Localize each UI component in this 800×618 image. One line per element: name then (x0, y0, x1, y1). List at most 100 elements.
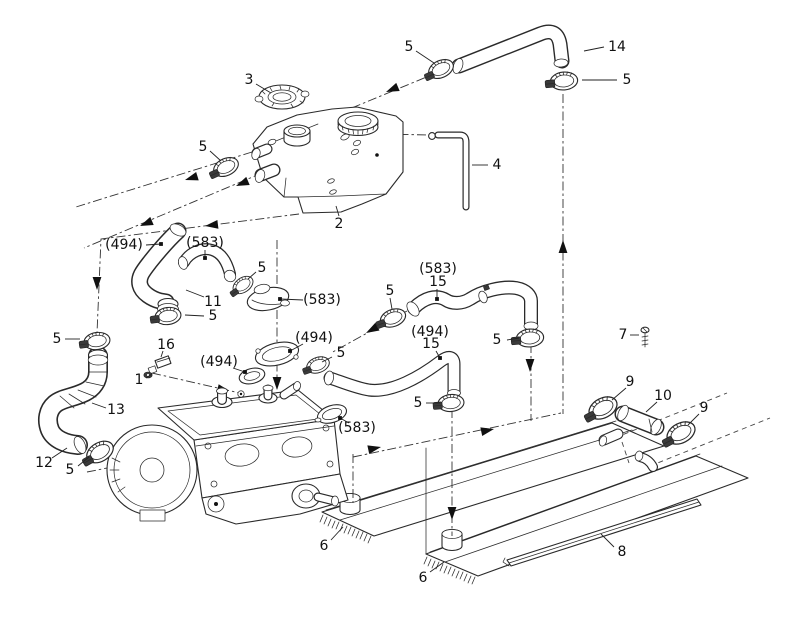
leader-end-dot (435, 297, 439, 301)
leader-end-dot (203, 256, 207, 260)
part-callout-494: (494) (295, 330, 333, 346)
callout-leader-line (255, 83, 272, 94)
part-callout-6: 6 (419, 570, 428, 586)
part-callout-583: (583) (419, 261, 457, 277)
part-callout-4: 4 (493, 157, 502, 173)
engine-block (106, 381, 349, 525)
callout-leader-line (185, 289, 205, 298)
callout-leader-line (145, 373, 153, 379)
leader-end-dot (438, 356, 442, 360)
hose-clamp-9 (657, 416, 700, 452)
callout-leader-line (506, 337, 520, 341)
tank-outlet-ports (251, 143, 281, 183)
part-callout-2: 2 (335, 216, 344, 232)
coolant-tank (251, 106, 404, 214)
hose-clamp (372, 305, 409, 333)
tank-filler-neck (283, 124, 311, 147)
callout-leader-line (77, 456, 90, 467)
callout-leader-line (209, 150, 222, 162)
callout-leader-line (583, 46, 605, 52)
leader-end-dot (338, 416, 342, 420)
part-callout-583: (583) (338, 420, 376, 436)
callout-leader-line (160, 350, 164, 358)
heat-exchanger-front-plate (319, 420, 665, 544)
tank-hose-11 (131, 222, 187, 315)
tank-large-cap (337, 111, 379, 135)
callout-leader-line (145, 243, 162, 246)
temperature-sensor-16 (143, 355, 172, 379)
part-callout-12: 12 (35, 455, 53, 471)
callout-leader-line (645, 401, 658, 413)
callout-leader-line (184, 314, 205, 317)
callout-leader-line (289, 343, 304, 352)
callout-leader-line (429, 561, 445, 573)
part-callout-8: 8 (618, 544, 627, 560)
part-callout-6: 6 (320, 538, 329, 554)
hose-clamp (420, 55, 457, 85)
part-callout-16: 16 (157, 337, 175, 353)
part-callout-5: 5 (405, 39, 414, 55)
plate-ports (598, 428, 658, 472)
callout-leader-line (279, 298, 304, 301)
leader-end-dot (288, 349, 292, 353)
part-callout-14: 14 (608, 39, 626, 55)
callout-leader-line (321, 356, 333, 363)
callout-leader-line (687, 413, 700, 426)
part-callout-5: 5 (337, 345, 346, 361)
part-callout-5: 5 (623, 72, 632, 88)
exchanger-hose-15-front (323, 350, 461, 399)
callout-leader-line (415, 50, 435, 64)
callout-leader-line (611, 387, 627, 401)
part-callout-494: (494) (200, 354, 238, 370)
tunnel-rail (502, 498, 702, 567)
part-callout-494: (494) (105, 237, 143, 253)
part-callout-5: 5 (209, 308, 218, 324)
leader-end-dot (243, 370, 247, 374)
part-callout-494: (494) (411, 324, 449, 340)
part-callout-5: 5 (66, 462, 75, 478)
part-callout-9: 9 (626, 374, 635, 390)
heat-exchanger-rear-plate (423, 447, 749, 585)
elbow-hose-583 (177, 243, 237, 283)
part-callout-583: (583) (303, 292, 341, 308)
part-callout-15: 15 (422, 336, 440, 352)
callout-leader-line (335, 205, 340, 217)
hose-clamp (77, 330, 112, 353)
tank-pressure-cap (254, 84, 310, 110)
return-hose-14 (451, 24, 570, 74)
vent-hose-4 (428, 131, 470, 211)
leader-end-dot (159, 242, 163, 246)
part-callout-1: 1 (135, 372, 144, 388)
cover-494 (238, 367, 266, 385)
hose-clamp (543, 70, 579, 93)
part-callout-9: 9 (700, 400, 709, 416)
part-callout-5: 5 (386, 283, 395, 299)
part-callout-583: (583) (186, 235, 224, 251)
callout-leader-line (51, 447, 68, 459)
part-callout-10: 10 (654, 388, 672, 404)
connector-tube-10 (614, 404, 665, 436)
leader-end-dot (278, 297, 282, 301)
screw-7 (640, 326, 650, 348)
part-callout-5: 5 (53, 331, 62, 347)
part-callout-5: 5 (199, 139, 208, 155)
callout-leader-line (91, 402, 107, 409)
hose-clamp (148, 305, 183, 328)
callout-leader-line (600, 533, 615, 548)
callout-leader-line (247, 271, 257, 280)
callout-leader-line (330, 526, 344, 541)
callout-leader-line (389, 297, 393, 310)
thermostat-gasket-494 (254, 341, 300, 367)
part-callout-5: 5 (414, 395, 423, 411)
part-callout-11: 11 (204, 294, 222, 310)
hose-clamp (205, 153, 242, 183)
part-callout-7: 7 (619, 327, 628, 343)
callout-leader-line (232, 367, 246, 373)
pump-hose-13 (37, 346, 109, 455)
part-callout-13: 13 (107, 402, 125, 418)
part-callout-15: 15 (429, 274, 447, 290)
part-callout-5: 5 (493, 332, 502, 348)
thermostat-housing (246, 283, 290, 312)
